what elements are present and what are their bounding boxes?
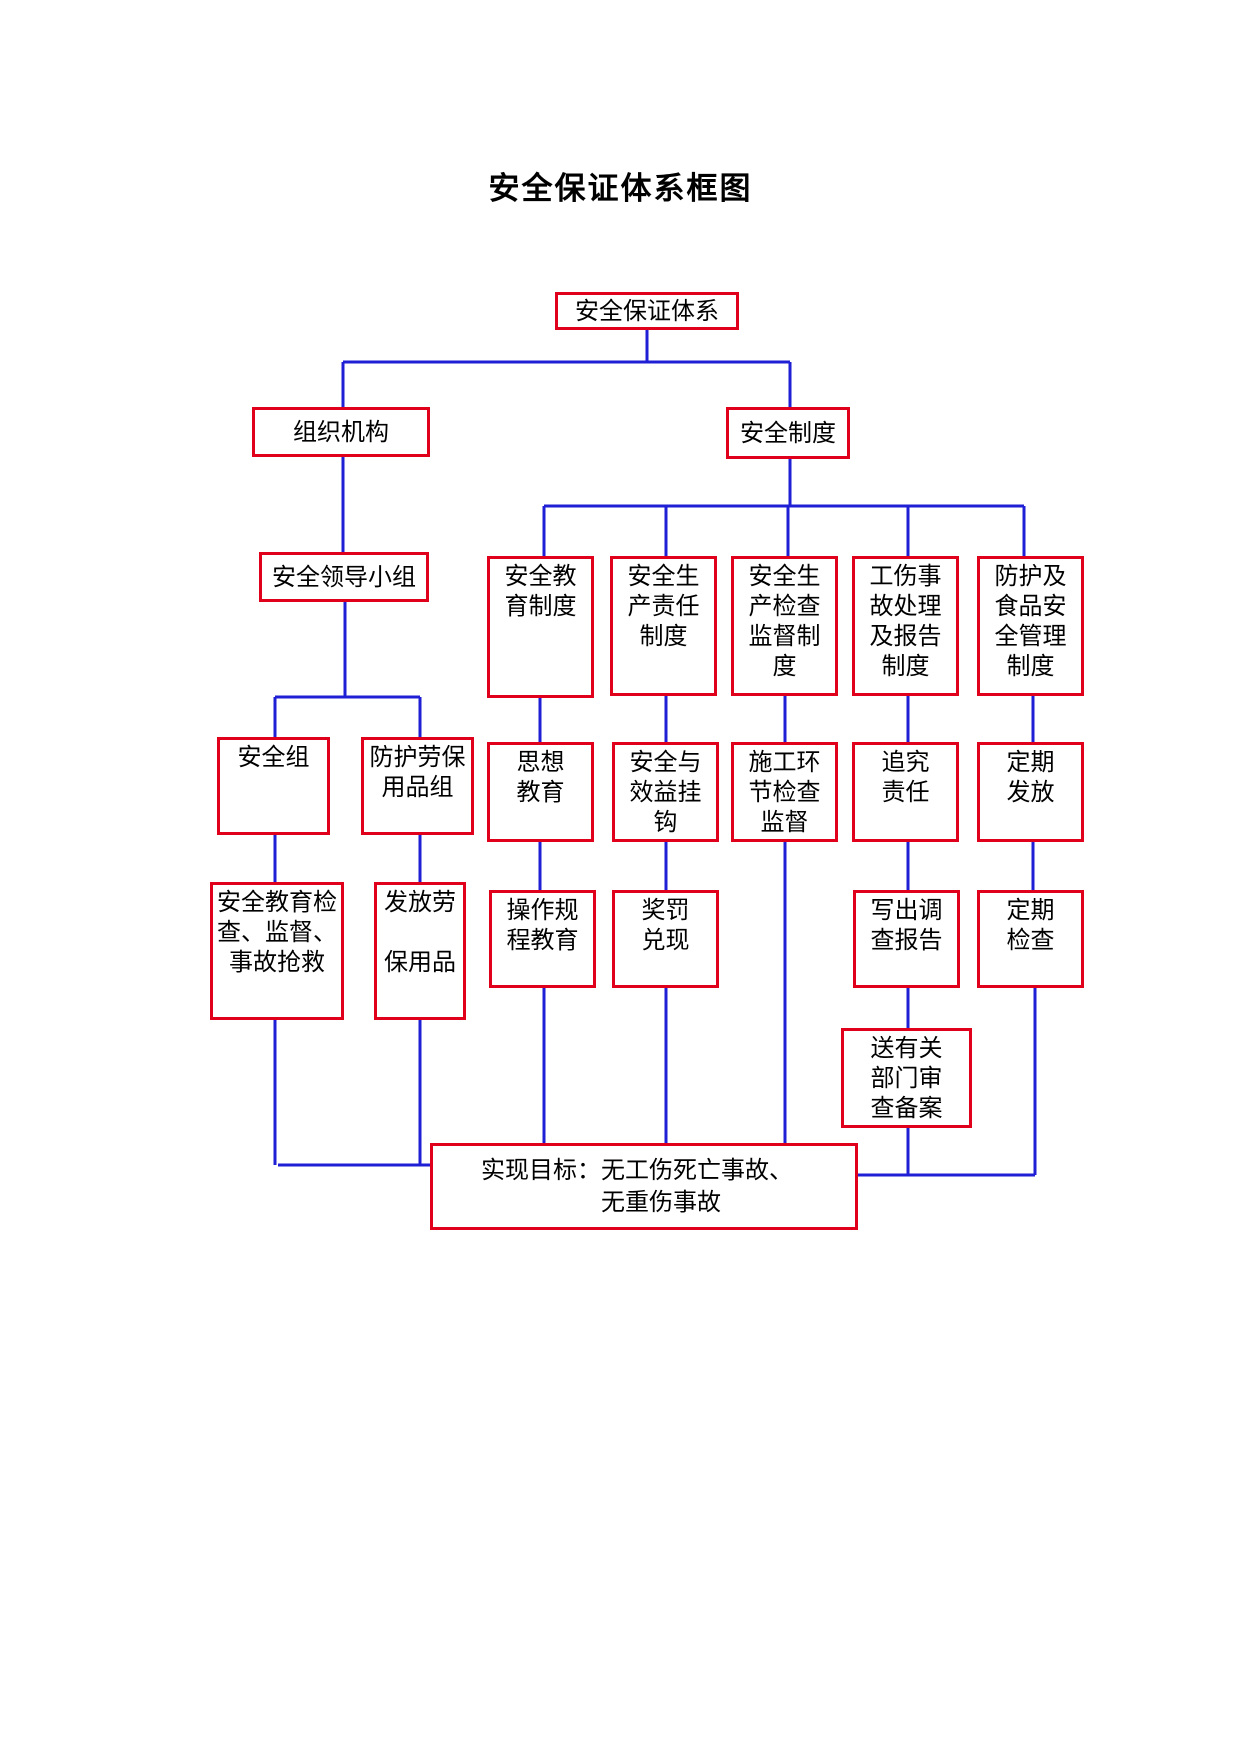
node-construction-check: 施工环 节检查 监督 (731, 742, 838, 842)
node-procedure-education: 操作规 程教育 (489, 890, 596, 988)
node-periodic-check: 定期 检查 (977, 890, 1084, 988)
node-inspection-system: 安全生 产检查 监督制 度 (731, 556, 838, 696)
node-periodic-issue: 定期 发放 (977, 742, 1084, 842)
node-injury-report-system: 工伤事 故处理 及报告 制度 (852, 556, 959, 696)
node-safety-group: 安全组 (217, 737, 330, 835)
node-send-for-record: 送有关 部门审 查备案 (841, 1028, 972, 1128)
node-responsibility-system: 安全生 产责任 制度 (610, 556, 717, 696)
node-organization: 组织机构 (252, 407, 430, 457)
node-safety-rules: 安全制度 (726, 407, 850, 459)
node-ppe-group: 防护劳保 用品组 (361, 737, 474, 835)
node-accountability: 追究 责任 (852, 742, 959, 842)
node-safety-system-root: 安全保证体系 (555, 292, 739, 330)
node-target: 实现目标：无工伤死亡事故、 无重伤事故 (430, 1143, 858, 1230)
node-safety-benefit-link: 安全与 效益挂 钩 (612, 742, 719, 842)
node-safety-education-system: 安全教 育制度 (487, 556, 594, 698)
node-leadership-group: 安全领导小组 (259, 552, 429, 602)
node-thought-education: 思想 教育 (487, 742, 594, 842)
page-title: 安全保证体系框图 (488, 171, 753, 207)
node-safety-edu-check: 安全教育检 查、监督、 事故抢救 (210, 882, 344, 1020)
node-reward-punish: 奖罚 兑现 (612, 890, 719, 988)
node-write-report: 写出调 查报告 (853, 890, 960, 988)
node-protection-food-system: 防护及 食品安 全管理 制度 (977, 556, 1084, 696)
node-issue-ppe: 发放劳 保用品 (374, 882, 466, 1020)
